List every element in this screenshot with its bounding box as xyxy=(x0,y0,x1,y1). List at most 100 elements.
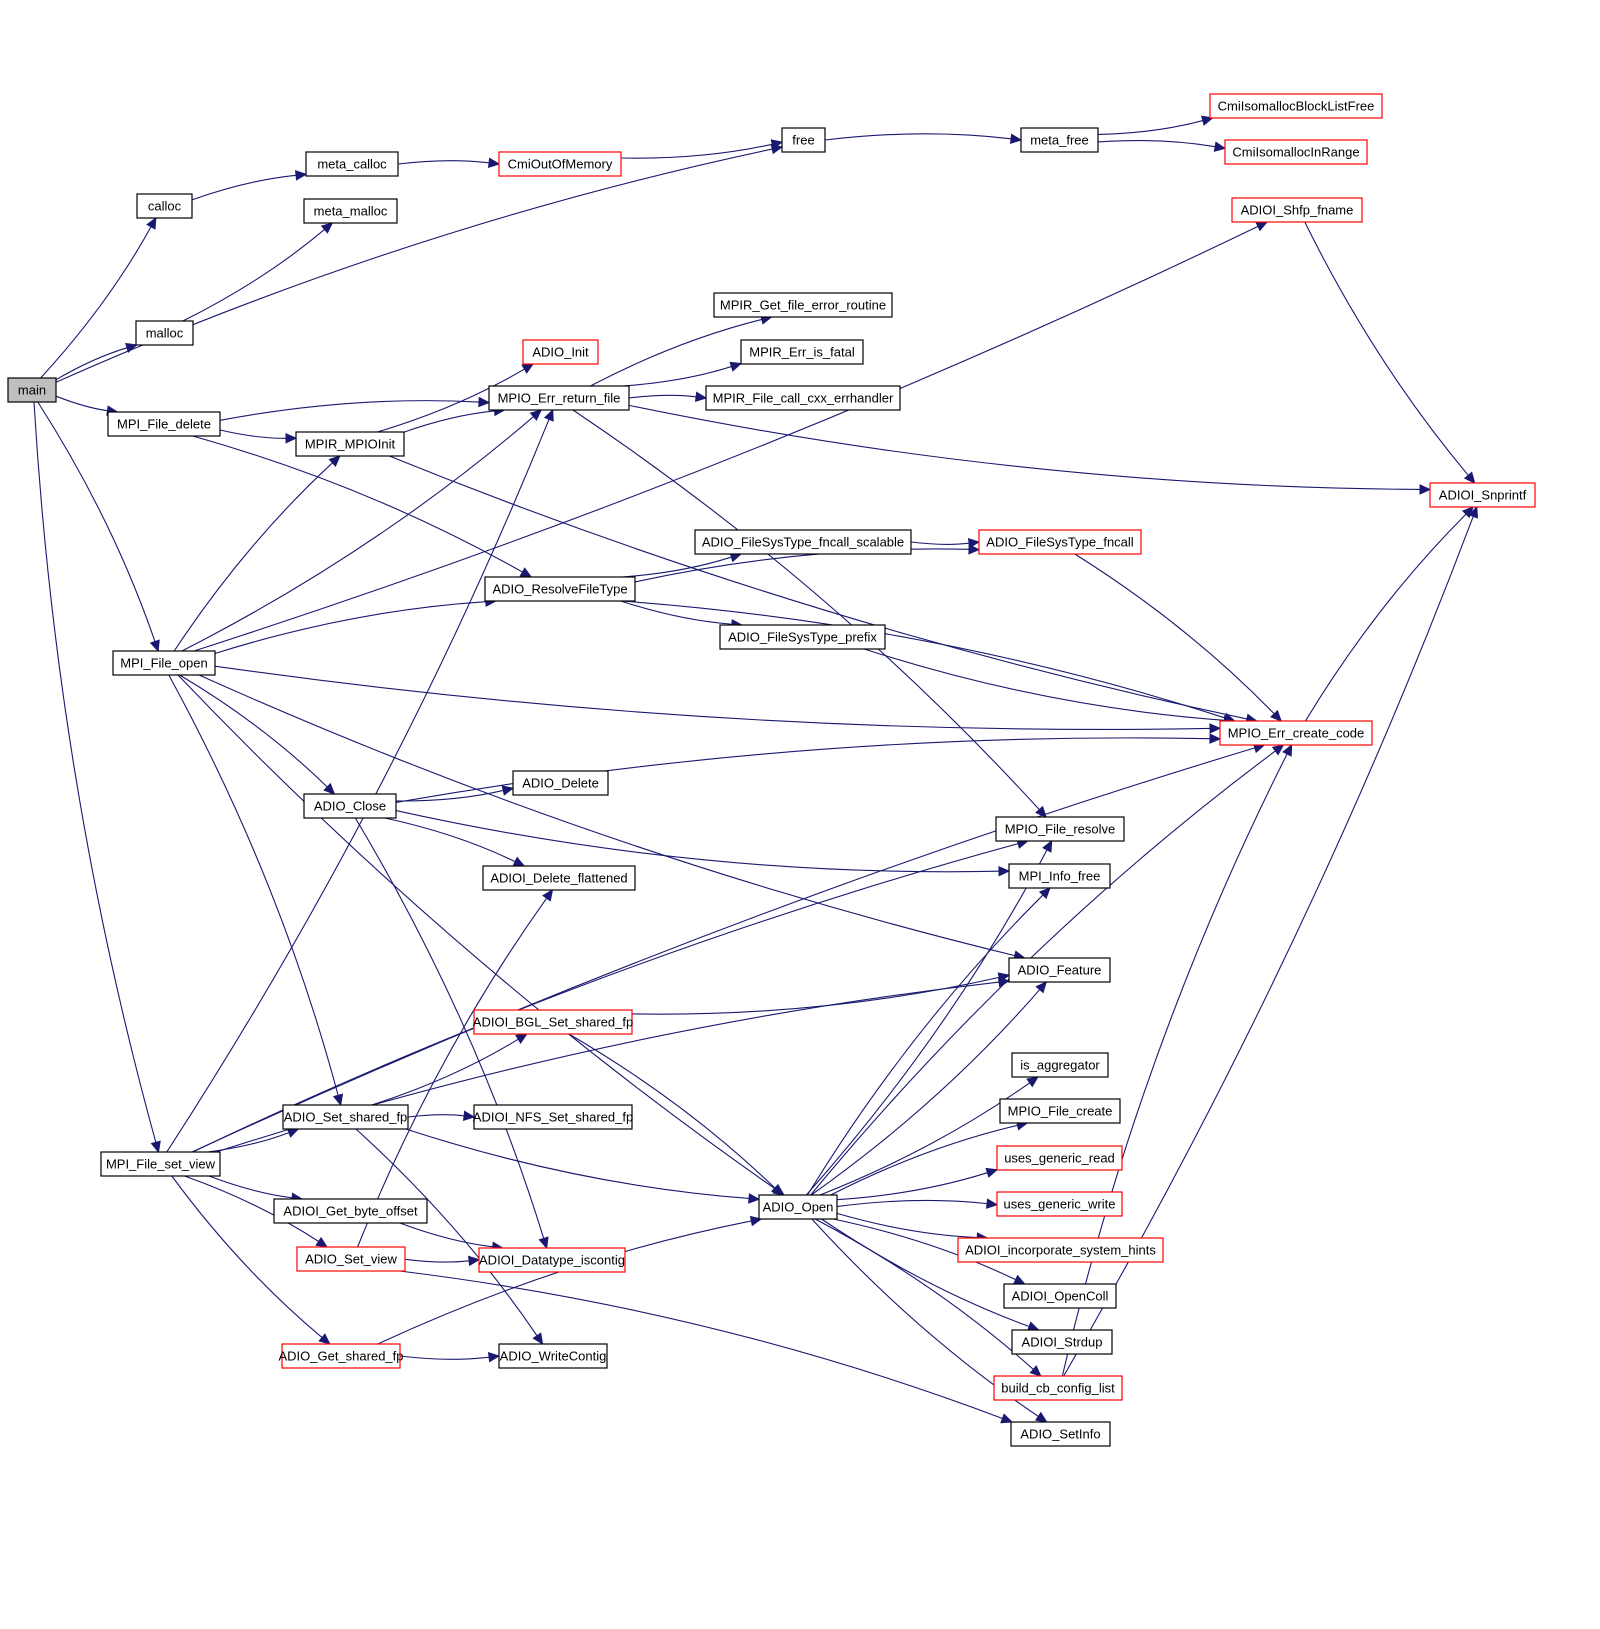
arrowhead-icon xyxy=(1026,1076,1039,1088)
node-box xyxy=(7,377,57,403)
node-label: ADIO_FileSysType_fncall_scalable xyxy=(702,534,904,549)
arrowhead-icon xyxy=(1042,839,1053,853)
arrowhead-icon xyxy=(542,889,554,902)
node-MPIR_File_call_cxx_errhandler[interactable]: MPIR_File_call_cxx_errhandler xyxy=(705,385,901,411)
node-MPIO_File_create[interactable]: MPIO_File_create xyxy=(999,1098,1121,1124)
node-CmiOutOfMemory[interactable]: CmiOutOfMemory xyxy=(498,151,622,177)
edge-malloc-to-meta_malloc xyxy=(182,229,325,322)
edge-calloc-to-meta_calloc xyxy=(191,174,297,201)
node-build_cb_config_list[interactable]: build_cb_config_list xyxy=(993,1375,1123,1401)
node-MPIR_Err_is_fatal[interactable]: MPIR_Err_is_fatal xyxy=(740,339,864,365)
edge-MPIR_MPIOInit-to-MPIO_Err_create_code xyxy=(389,455,1248,720)
node-uses_generic_write[interactable]: uses_generic_write xyxy=(996,1191,1123,1217)
node-ADIOI_incorporate_system_hints[interactable]: ADIOI_incorporate_system_hints xyxy=(957,1237,1164,1263)
node-box xyxy=(1011,1052,1109,1078)
node-ADIO_SetInfo[interactable]: ADIO_SetInfo xyxy=(1010,1421,1111,1447)
node-box xyxy=(135,320,194,346)
node-ADIOI_Strdup[interactable]: ADIOI_Strdup xyxy=(1011,1329,1113,1355)
edge-MPI_File_open-to-ADIO_Close xyxy=(179,674,328,788)
edge-ADIO_Get_shared_fp-to-ADIO_WriteContig xyxy=(399,1355,490,1360)
node-label: ADIO_Get_shared_fp xyxy=(278,1348,403,1363)
node-malloc[interactable]: malloc xyxy=(135,320,194,346)
node-ADIOI_Snprintf[interactable]: ADIOI_Snprintf xyxy=(1429,482,1536,508)
arrowhead-icon xyxy=(146,216,157,230)
node-ADIO_Set_shared_fp[interactable]: ADIO_Set_shared_fp xyxy=(282,1104,409,1130)
nodes-layer: main calloc malloc meta_calloc meta_malloc Cm… xyxy=(7,93,1536,1447)
edge-MPI_File_open-to-ADIOI_Shfp_fname xyxy=(193,225,1259,652)
arrowhead-icon xyxy=(318,1333,331,1345)
node-label: uses_generic_read xyxy=(1004,1150,1115,1165)
node-ADIO_WriteContig[interactable]: ADIO_WriteContig xyxy=(498,1343,608,1369)
node-MPI_File_open[interactable]: MPI_File_open xyxy=(112,650,216,676)
node-ADIO_Feature[interactable]: ADIO_Feature xyxy=(1008,957,1111,983)
arrowhead-icon xyxy=(315,1236,328,1248)
node-MPI_File_set_view[interactable]: MPI_File_set_view xyxy=(100,1151,221,1177)
node-label: MPI_File_open xyxy=(120,655,207,670)
node-ADIOI_Shfp_fname[interactable]: ADIOI_Shfp_fname xyxy=(1231,197,1363,223)
node-ADIOI_Delete_flattened[interactable]: ADIOI_Delete_flattened xyxy=(482,865,636,891)
node-free[interactable]: free xyxy=(781,127,826,153)
node-uses_generic_read[interactable]: uses_generic_read xyxy=(996,1145,1123,1171)
node-ADIO_FileSysType_prefix[interactable]: ADIO_FileSysType_prefix xyxy=(719,624,886,650)
arrowhead-icon xyxy=(1038,887,1051,900)
node-ADIO_Set_view[interactable]: ADIO_Set_view xyxy=(296,1246,406,1272)
node-box xyxy=(1231,197,1363,223)
edge-MPIO_Err_return_file-to-MPIR_Err_is_fatal xyxy=(622,366,732,387)
node-MPI_File_delete[interactable]: MPI_File_delete xyxy=(107,411,221,437)
node-label: main xyxy=(18,382,46,397)
node-ADIO_FileSysType_fncall_scalable[interactable]: ADIO_FileSysType_fncall_scalable xyxy=(694,529,912,555)
edge-CmiOutOfMemory-to-free xyxy=(620,143,773,159)
node-ADIOI_NFS_Set_shared_fp[interactable]: ADIOI_NFS_Set_shared_fp xyxy=(473,1104,633,1130)
edge-ADIO_Set_shared_fp-to-ADIOI_BGL_Set_shared_fp xyxy=(371,1038,519,1106)
edge-ADIO_ResolveFileType-to-ADIO_FileSysType_fncall_scalable xyxy=(622,556,732,578)
node-ADIO_Init[interactable]: ADIO_Init xyxy=(522,339,599,365)
node-box xyxy=(478,1247,626,1273)
node-MPIO_Err_create_code[interactable]: MPIO_Err_create_code xyxy=(1219,720,1373,746)
node-label: ADIOI_NFS_Set_shared_fp xyxy=(473,1109,633,1124)
node-meta_free[interactable]: meta_free xyxy=(1020,127,1099,153)
node-box xyxy=(1003,1283,1117,1309)
node-MPIR_MPIOInit[interactable]: MPIR_MPIOInit xyxy=(295,431,405,457)
node-CmiIsomallocInRange[interactable]: CmiIsomallocInRange xyxy=(1224,139,1368,165)
arrowhead-icon xyxy=(328,455,341,468)
node-box xyxy=(1429,482,1536,508)
node-box xyxy=(1219,720,1373,746)
node-MPIR_Get_file_error_routine[interactable]: MPIR_Get_file_error_routine xyxy=(713,292,893,318)
node-ADIO_Get_shared_fp[interactable]: ADIO_Get_shared_fp xyxy=(278,1343,404,1369)
node-ADIOI_Datatype_iscontig[interactable]: ADIOI_Datatype_iscontig xyxy=(478,1247,626,1273)
node-label: meta_malloc xyxy=(314,203,388,218)
arrowhead-icon xyxy=(998,865,1011,877)
node-box xyxy=(281,1343,401,1369)
arrowhead-icon xyxy=(1000,1413,1013,1424)
node-MPIO_Err_return_file[interactable]: MPIO_Err_return_file xyxy=(488,385,630,411)
edge-ADIO_Close-to-ADIO_Delete xyxy=(395,789,504,802)
node-ADIO_FileSysType_fncall[interactable]: ADIO_FileSysType_fncall xyxy=(978,529,1142,555)
node-label: ADIOI_Delete_flattened xyxy=(490,870,627,885)
node-box xyxy=(1224,139,1368,165)
node-ADIOI_OpenColl[interactable]: ADIOI_OpenColl xyxy=(1003,1283,1117,1309)
node-ADIOI_Get_byte_offset[interactable]: ADIOI_Get_byte_offset xyxy=(273,1198,428,1224)
node-MPIO_File_resolve[interactable]: MPIO_File_resolve xyxy=(995,816,1125,842)
node-is_aggregator[interactable]: is_aggregator xyxy=(1011,1052,1109,1078)
arrowhead-icon xyxy=(467,1255,481,1267)
node-box xyxy=(488,385,630,411)
edge-ADIO_Close-to-MPI_Info_free xyxy=(395,810,1000,873)
node-calloc[interactable]: calloc xyxy=(136,193,193,219)
node-meta_calloc[interactable]: meta_calloc xyxy=(305,151,399,177)
edge-MPIO_Err_return_file-to-MPIO_File_resolve xyxy=(572,409,1040,810)
node-MPI_Info_free[interactable]: MPI_Info_free xyxy=(1008,863,1111,889)
node-ADIO_Delete[interactable]: ADIO_Delete xyxy=(512,770,609,796)
node-ADIOI_BGL_Set_shared_fp[interactable]: ADIOI_BGL_Set_shared_fp xyxy=(473,1009,633,1035)
arrowhead-icon xyxy=(501,785,515,796)
arrowhead-icon xyxy=(543,408,554,422)
arrowhead-icon xyxy=(1282,743,1293,757)
node-label: ADIOI_Datatype_iscontig xyxy=(479,1252,625,1267)
node-ADIO_Close[interactable]: ADIO_Close xyxy=(303,793,397,819)
node-meta_malloc[interactable]: meta_malloc xyxy=(303,198,398,224)
node-box xyxy=(719,624,886,650)
node-ADIO_Open[interactable]: ADIO_Open xyxy=(758,1194,838,1220)
node-main[interactable]: main xyxy=(7,377,57,403)
node-CmiIsomallocBlockListFree[interactable]: CmiIsomallocBlockListFree xyxy=(1209,93,1383,119)
node-ADIO_ResolveFileType[interactable]: ADIO_ResolveFileType xyxy=(484,576,636,602)
edge-MPI_File_open-to-ADIO_Open xyxy=(177,674,777,1190)
